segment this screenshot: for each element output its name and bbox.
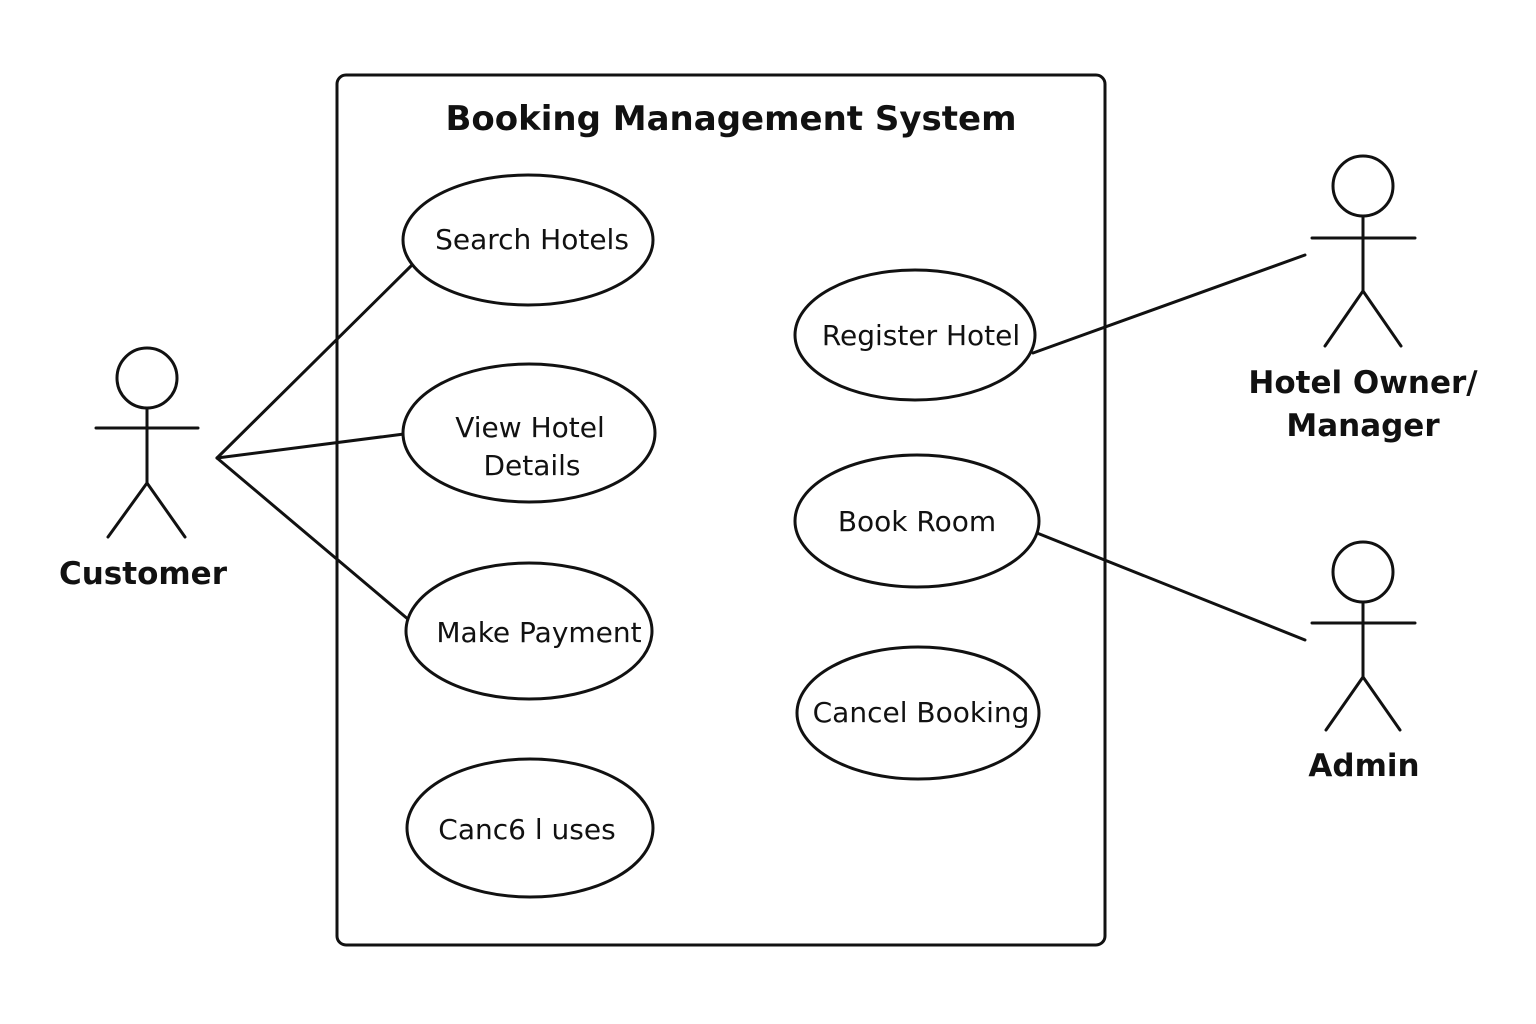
use-case-make-payment[interactable]: Make Payment bbox=[404, 561, 654, 701]
use-case-cancel-booking[interactable]: Cancel Booking bbox=[795, 645, 1041, 781]
use-case-label-line2: Details bbox=[483, 449, 580, 482]
use-case-ellipse bbox=[793, 453, 1041, 589]
actor-label-line2: Manager bbox=[1286, 408, 1440, 444]
assoc-owner-register-hotel bbox=[1031, 253, 1307, 355]
actor-head-icon bbox=[1331, 154, 1395, 218]
use-case-label: Cancel Booking bbox=[813, 696, 1030, 729]
use-case-register-hotel[interactable]: Register Hotel bbox=[793, 268, 1037, 402]
actor-left-leg-icon bbox=[1324, 675, 1365, 732]
actor-right-leg-icon bbox=[1361, 289, 1403, 348]
use-case-label: Register Hotel bbox=[822, 319, 1020, 352]
use-case-ellipse bbox=[401, 173, 655, 307]
actor-head-icon bbox=[115, 346, 179, 410]
actor-left-leg-icon bbox=[106, 481, 149, 539]
assoc-admin-book-room bbox=[1035, 531, 1307, 642]
system-title: Booking Management System bbox=[445, 99, 1016, 139]
actor-label: Customer bbox=[59, 556, 228, 592]
use-case-view-hotel-details[interactable]: View Hotel Details bbox=[401, 362, 657, 504]
use-case-label: Book Room bbox=[838, 505, 996, 538]
actor-right-leg-icon bbox=[1361, 675, 1402, 732]
system-boundary bbox=[335, 73, 1107, 947]
use-case-label: Canc6 l uses bbox=[438, 813, 615, 846]
use-case-cancel-uses[interactable]: Canc6 l uses bbox=[405, 757, 655, 899]
use-case-label-line1: View Hotel bbox=[455, 411, 605, 444]
use-case-ellipse bbox=[793, 268, 1037, 402]
actor-customer[interactable]: Customer bbox=[59, 346, 228, 592]
use-case-ellipse bbox=[401, 362, 657, 504]
assoc-customer-view-hotel-details bbox=[215, 432, 406, 460]
assoc-customer-make-payment bbox=[215, 456, 411, 622]
use-case-label: Search Hotels bbox=[435, 223, 629, 256]
use-case-ellipse bbox=[795, 645, 1041, 781]
use-case-ellipse bbox=[405, 757, 655, 899]
actor-admin[interactable]: Admin bbox=[1308, 540, 1420, 784]
actor-left-leg-icon bbox=[1323, 289, 1365, 348]
actor-label-line1: Hotel Owner/ bbox=[1248, 365, 1478, 401]
actor-hotel-owner-manager[interactable]: Hotel Owner/ Manager bbox=[1248, 154, 1478, 444]
assoc-customer-search-hotels bbox=[215, 262, 415, 460]
use-case-ellipse bbox=[404, 561, 654, 701]
actor-head-icon bbox=[1331, 540, 1395, 604]
use-case-label: Make Payment bbox=[436, 616, 641, 649]
actor-right-leg-icon bbox=[145, 481, 187, 539]
use-case-book-room[interactable]: Book Room bbox=[793, 453, 1041, 589]
use-case-search-hotels[interactable]: Search Hotels bbox=[401, 173, 655, 307]
associations bbox=[215, 253, 1307, 642]
actor-label: Admin bbox=[1308, 748, 1419, 784]
